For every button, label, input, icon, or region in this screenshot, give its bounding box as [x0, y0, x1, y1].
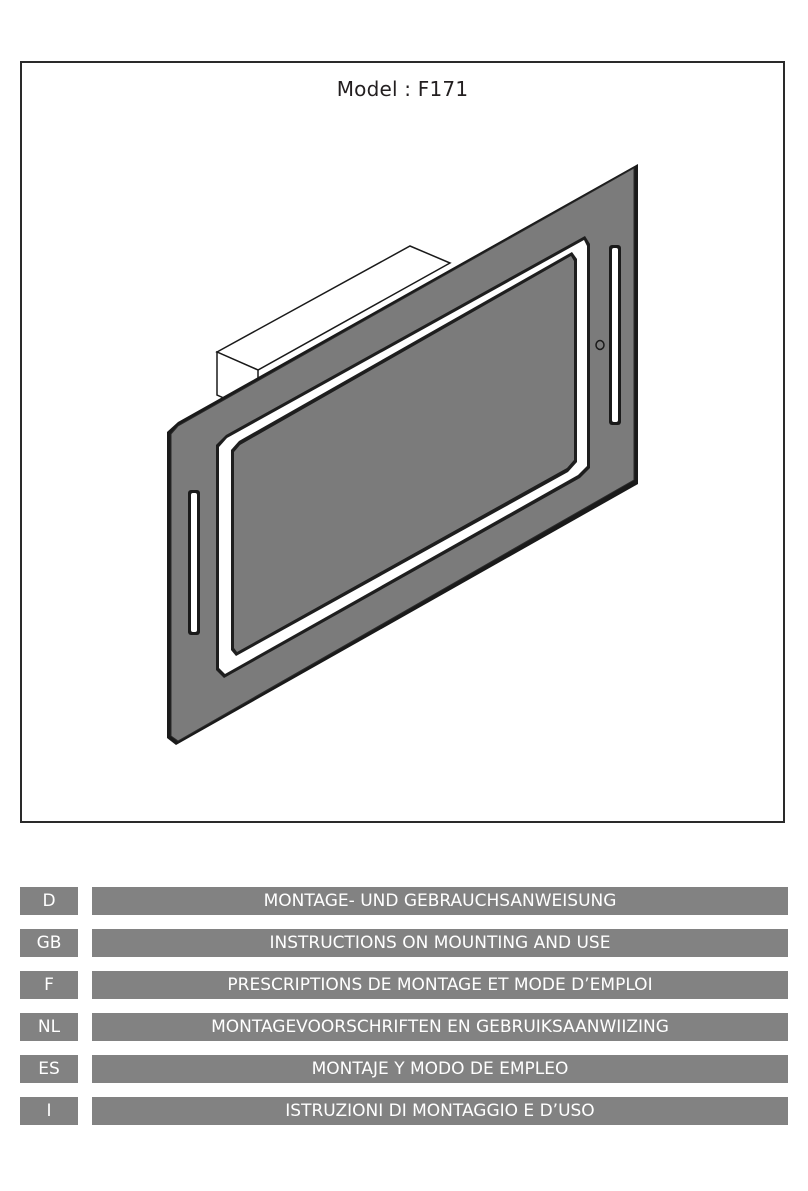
right-light-strip	[609, 245, 621, 425]
sensor-button	[595, 339, 605, 351]
language-row-d: D MONTAGE- UND GEBRAUCHSANWEISUNG	[20, 887, 788, 915]
language-title: MONTAJE Y MODO DE EMPLEO	[92, 1055, 788, 1083]
language-title: PRESCRIPTIONS DE MONTAGE ET MODE D’EMPLO…	[92, 971, 788, 999]
language-row-gb: GB INSTRUCTIONS ON MOUNTING AND USE	[20, 929, 788, 957]
model-title: Model : F171	[336, 77, 469, 101]
product-illustration-frame: Model : F171	[20, 61, 785, 823]
language-code: I	[20, 1097, 78, 1125]
language-code: ES	[20, 1055, 78, 1083]
language-title: ISTRUZIONI DI MONTAGGIO E D’USO	[92, 1097, 788, 1125]
language-code: NL	[20, 1013, 78, 1041]
left-light-strip	[188, 490, 200, 635]
language-code: F	[20, 971, 78, 999]
language-row-es: ES MONTAJE Y MODO DE EMPLEO	[20, 1055, 788, 1083]
language-title: MONTAGEVOORSCHRIFTEN EN GEBRUIKSAANWIIZI…	[92, 1013, 788, 1041]
language-title: MONTAGE- UND GEBRAUCHSANWEISUNG	[92, 887, 788, 915]
language-code: GB	[20, 929, 78, 957]
language-code: D	[20, 887, 78, 915]
language-title: INSTRUCTIONS ON MOUNTING AND USE	[92, 929, 788, 957]
light-frame	[216, 236, 590, 678]
language-list: D MONTAGE- UND GEBRAUCHSANWEISUNG GB INS…	[20, 887, 788, 1139]
language-row-i: I ISTRUZIONI DI MONTAGGIO E D’USO	[20, 1097, 788, 1125]
language-row-nl: NL MONTAGEVOORSCHRIFTEN EN GEBRUIKSAANWI…	[20, 1013, 788, 1041]
language-row-f: F PRESCRIPTIONS DE MONTAGE ET MODE D’EMP…	[20, 971, 788, 999]
